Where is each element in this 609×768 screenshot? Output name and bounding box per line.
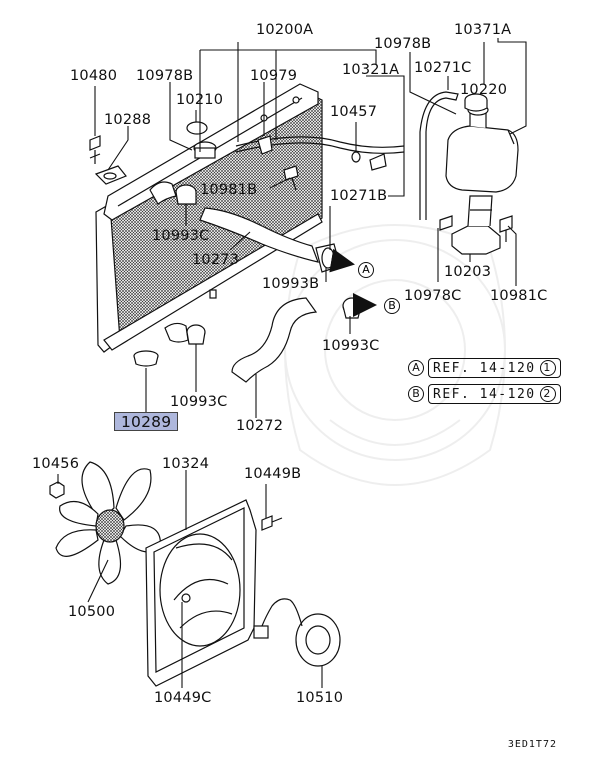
marker-b: B — [384, 298, 400, 314]
label-10271B: 10271B — [330, 188, 388, 204]
reference-a-marker: A — [408, 360, 424, 376]
marker-a: A — [358, 262, 374, 278]
cap-10210 — [186, 121, 208, 135]
reference-b-marker: B — [408, 386, 424, 402]
label-10449C: 10449C — [154, 690, 212, 706]
reference-a-num: 1 — [539, 360, 556, 376]
label-10979: 10979 — [250, 68, 298, 84]
grommet-10289 — [133, 350, 159, 367]
bolt-10449B — [261, 515, 283, 531]
clamp-10993B — [315, 243, 341, 273]
bracket-10203 — [451, 195, 501, 255]
label-10289-highlighted: 10289 — [114, 412, 179, 431]
label-10449B: 10449B — [244, 466, 302, 482]
label-10288: 10288 — [104, 112, 152, 128]
reference-b-box: REF. 14-120 2 — [428, 384, 561, 404]
shroud-10324 — [145, 499, 257, 687]
label-10273: 10273 — [192, 252, 240, 268]
label-10978C: 10978C — [404, 288, 462, 304]
clamp-10993C-lower — [186, 324, 206, 345]
label-10978B-top: 10978B — [374, 36, 432, 52]
clip-10979 — [257, 135, 273, 155]
bracket-10288 — [94, 165, 127, 185]
label-10200A: 10200A — [256, 22, 314, 38]
label-10993C-1: 10993C — [152, 228, 210, 244]
leader-lines — [57, 38, 527, 688]
reservoir-tank — [445, 104, 519, 193]
reference-b: B REF. 14-120 2 — [408, 384, 561, 404]
watermark — [284, 224, 506, 486]
reference-a: A REF. 14-120 1 — [408, 358, 561, 378]
fan-10500 — [55, 461, 161, 585]
label-10456: 10456 — [32, 456, 80, 472]
label-10210: 10210 — [176, 92, 224, 108]
label-10993C-3: 10993C — [170, 394, 228, 410]
label-10271C: 10271C — [414, 60, 472, 76]
label-10500: 10500 — [68, 604, 116, 620]
label-10272: 10272 — [236, 418, 284, 434]
bolt-10981B — [283, 165, 299, 191]
label-10993B: 10993B — [262, 276, 320, 292]
label-10480: 10480 — [70, 68, 118, 84]
hose-10271C — [419, 91, 459, 220]
label-10324: 10324 — [162, 456, 210, 472]
hose-10273 — [199, 207, 319, 263]
label-10993C-2: 10993C — [322, 338, 380, 354]
label-10220: 10220 — [460, 82, 508, 98]
label-10321A: 10321A — [342, 62, 400, 78]
reference-a-box: REF. 14-120 1 — [428, 358, 561, 378]
label-10510: 10510 — [296, 690, 344, 706]
reference-b-text: REF. 14-120 — [433, 386, 536, 402]
label-10981B: 10981B — [200, 182, 258, 198]
clamp-10993C-upper — [175, 184, 197, 205]
nut-10456 — [49, 481, 65, 499]
label-10981C: 10981C — [490, 288, 548, 304]
motor-10510 — [253, 598, 341, 667]
label-10371A: 10371A — [454, 22, 512, 38]
reference-b-num: 2 — [539, 386, 556, 402]
label-10203: 10203 — [444, 264, 492, 280]
hose-10272 — [231, 297, 318, 383]
clamp-10993C-right — [342, 297, 362, 319]
cap-10220 — [464, 93, 488, 112]
figure-code: 3ED1T72 — [507, 739, 557, 750]
bolt-10480 — [89, 135, 101, 164]
reference-a-text: REF. 14-120 — [433, 360, 536, 376]
label-10978B-left: 10978B — [136, 68, 194, 84]
label-10457: 10457 — [330, 104, 378, 120]
